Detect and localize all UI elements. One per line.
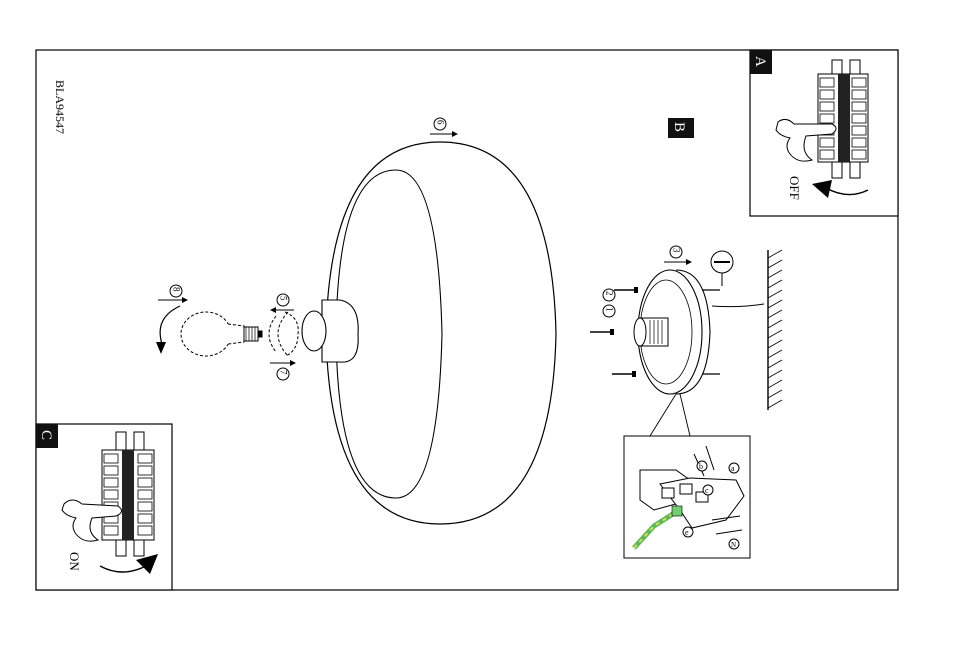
- svg-text:1: 1: [605, 307, 615, 312]
- step-2-marker: 2: [602, 288, 616, 302]
- detail-label-a: a: [731, 464, 735, 473]
- svg-text:6: 6: [436, 120, 446, 125]
- detail-label-e: e: [685, 528, 689, 537]
- panel-b-letter: B: [671, 122, 687, 132]
- screw-icon: [702, 289, 720, 375]
- panel-c-switch-on: C ON: [35, 423, 173, 591]
- svg-text:8: 8: [172, 287, 182, 292]
- panel-c-letter-badge: [36, 424, 58, 448]
- screw-icon: [612, 371, 636, 377]
- panel-a-letter-badge: [750, 50, 772, 74]
- panel-c-caption: ON: [67, 552, 82, 571]
- screw-icon: [590, 329, 614, 335]
- step-6-marker: 6: [430, 117, 458, 137]
- detail-label-c: c: [705, 486, 709, 495]
- rotate-arrow-icon: [99, 565, 147, 573]
- panel-c-letter: C: [38, 430, 54, 440]
- document-code: BLA94547: [53, 80, 67, 134]
- hand-icon: [775, 118, 837, 162]
- panel-b-letter-badge: [668, 118, 694, 138]
- panel-a-caption: OFF: [787, 176, 802, 200]
- ceiling-canopy-icon: [633, 269, 711, 395]
- detail-label-n: N: [731, 541, 736, 549]
- locking-ring-icon: [268, 311, 299, 357]
- step-5-marker: 5: [270, 293, 294, 313]
- svg-text:5: 5: [279, 296, 289, 301]
- ceiling-surface: [767, 249, 783, 410]
- hand-icon: [61, 499, 122, 542]
- screw-icon: [614, 287, 638, 293]
- panel-a-letter: A: [752, 56, 768, 67]
- svg-text:2: 2: [605, 291, 615, 296]
- breaker-strip-icon: [101, 449, 155, 541]
- detail-label-b: b: [699, 462, 703, 471]
- step-7-marker: 7: [270, 360, 296, 381]
- screwdriver-icon: [710, 250, 734, 286]
- svg-text:3: 3: [672, 248, 682, 253]
- wiring-detail-panel: b a c e N: [623, 435, 751, 559]
- step-8-marker: 8: [158, 284, 188, 303]
- panel-a-switch-off: A OFF: [749, 49, 899, 217]
- svg-text:7: 7: [279, 370, 289, 375]
- supply-cable: [711, 303, 765, 308]
- step-3-marker: 3: [664, 245, 692, 265]
- light-bulb-icon: [180, 311, 263, 357]
- page-frame: [35, 49, 899, 591]
- step-1-marker: 1: [602, 304, 616, 318]
- rotate-arrow-icon: [159, 305, 181, 345]
- glass-shade-icon: [301, 141, 557, 525]
- breaker-strip-icon: [817, 73, 869, 163]
